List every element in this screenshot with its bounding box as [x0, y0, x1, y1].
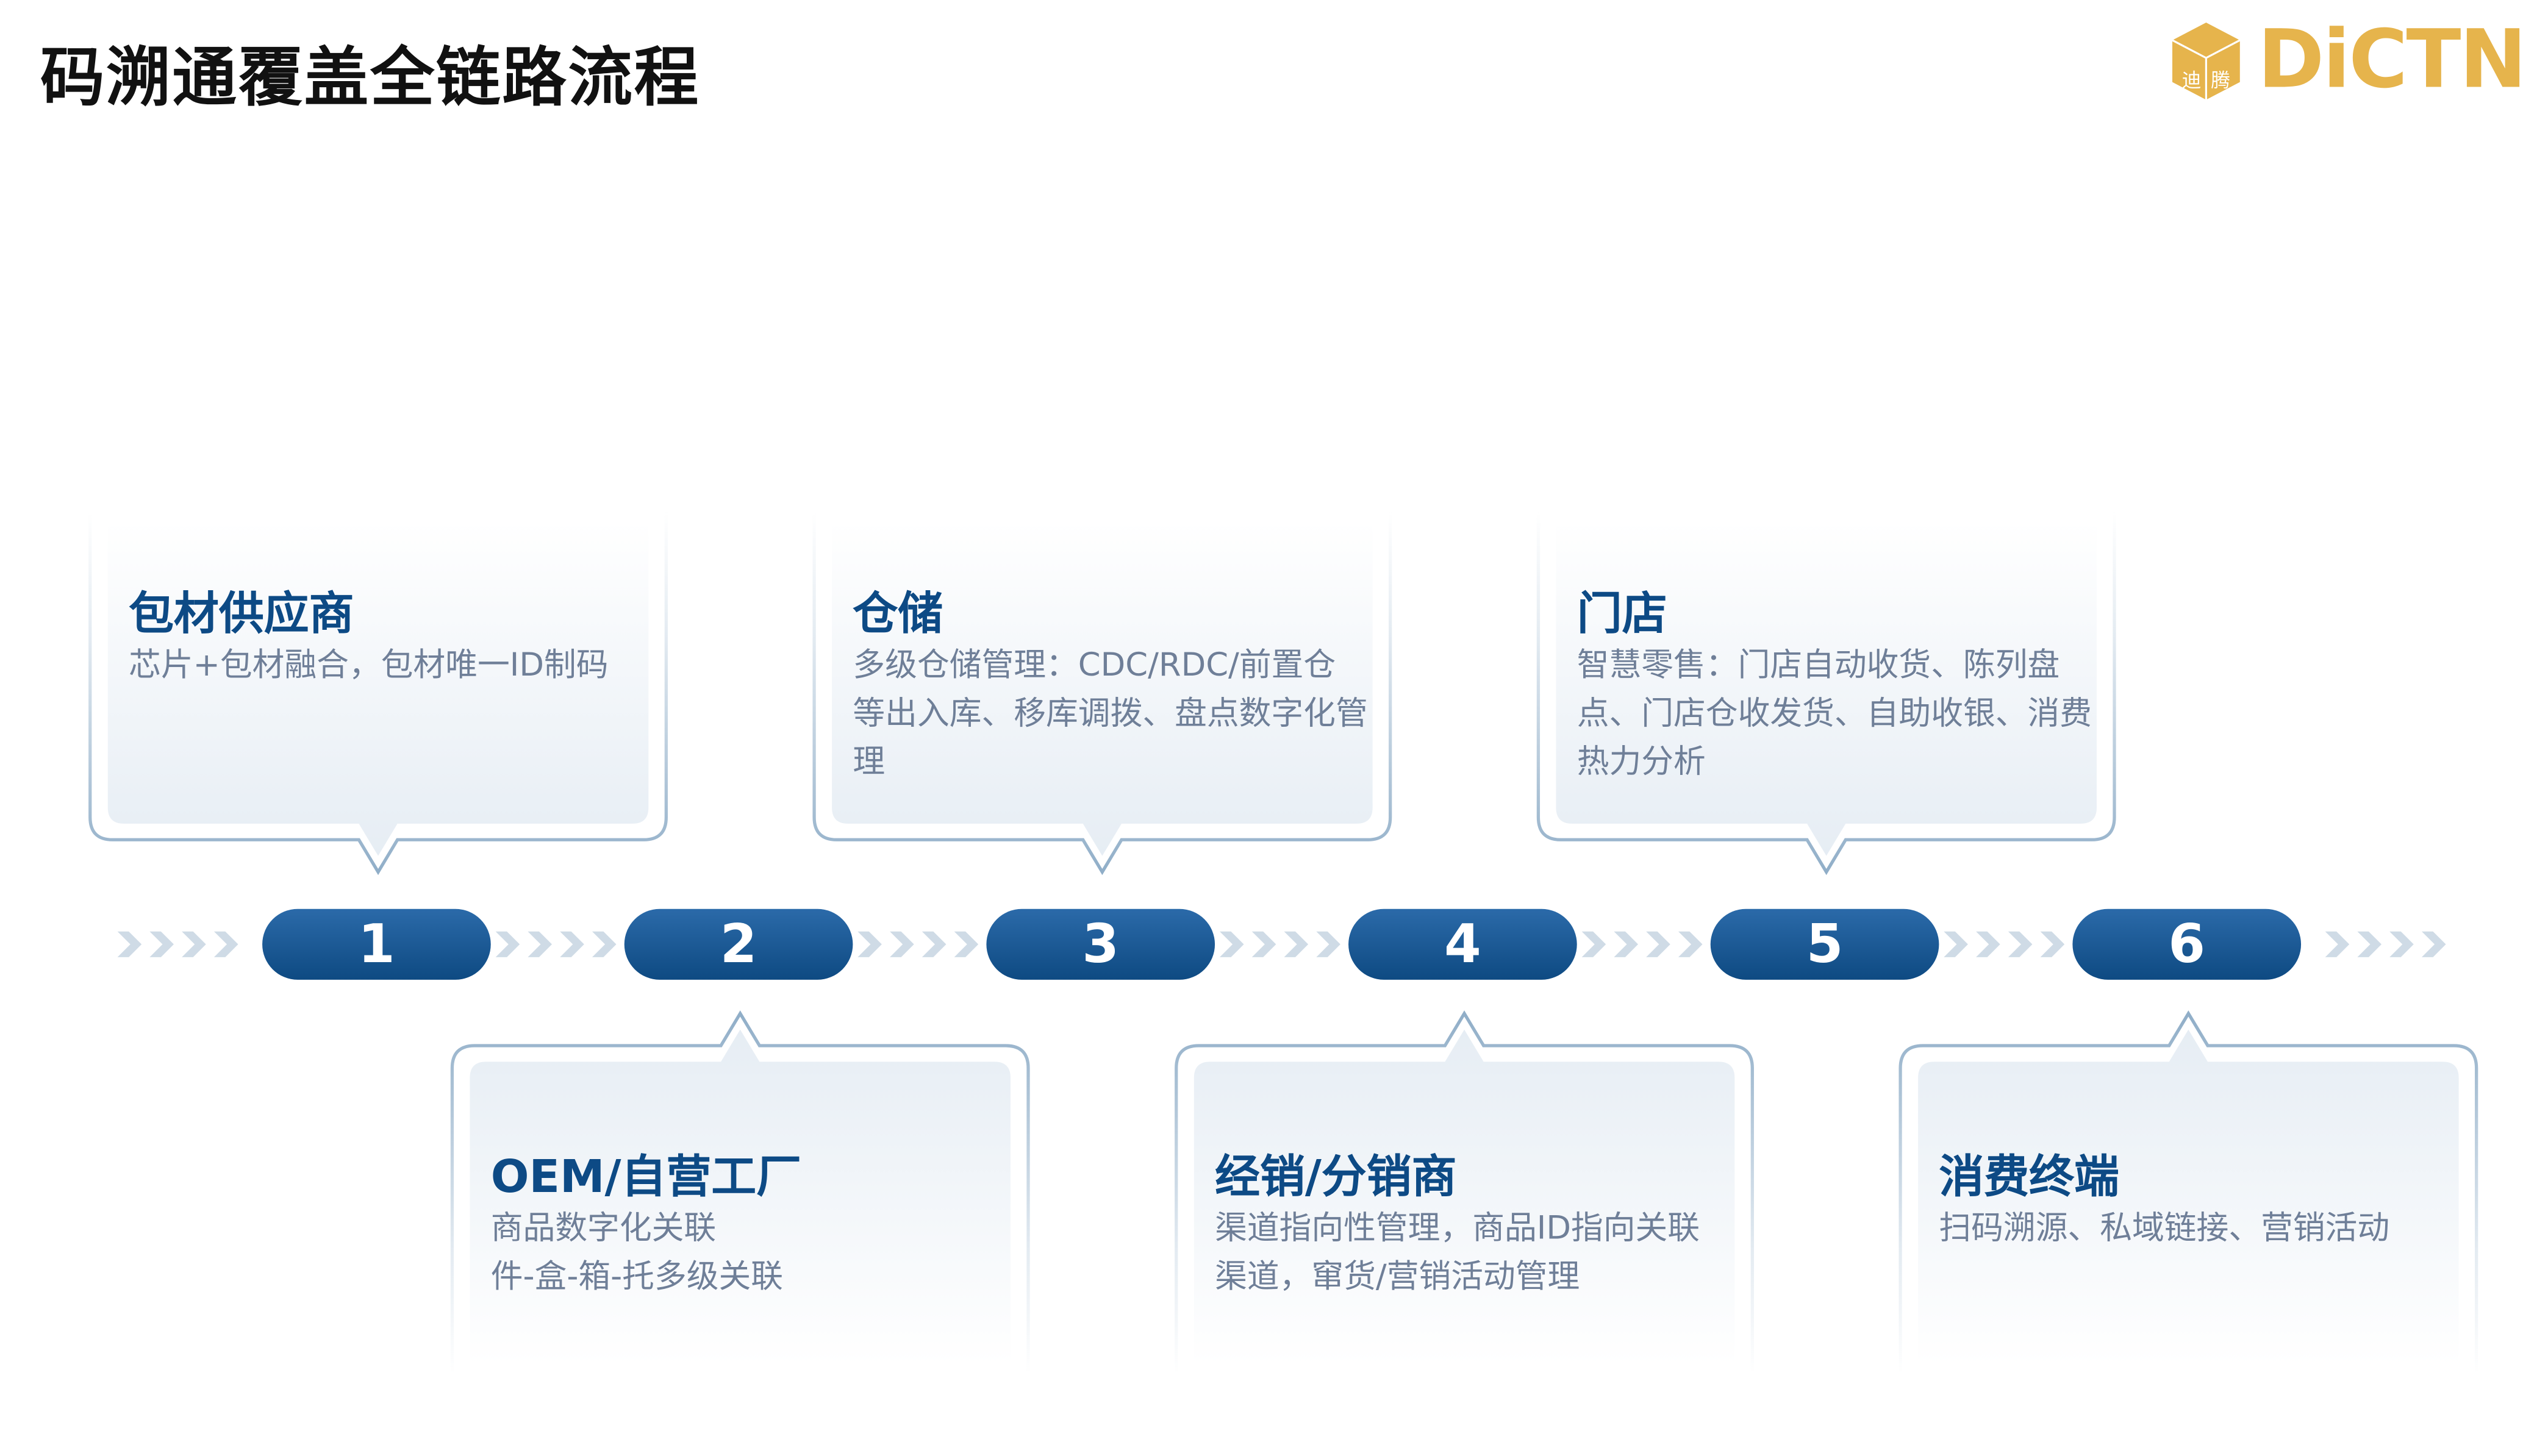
cube-logo-icon: 迪 腾: [2172, 22, 2241, 100]
chevron-right-icon: [1251, 931, 1276, 957]
chevron-right-icon: [954, 931, 979, 957]
step-title: 经销/分销商: [1215, 1150, 1457, 1204]
chevron-right-icon: [1678, 931, 1703, 957]
step-title: 仓储: [853, 587, 943, 641]
chevron-right-icon: [2421, 931, 2446, 957]
callout-frame: [1536, 512, 2116, 876]
step-desc: 智慧零售：门店自动收货、陈列盘点、门店仓收发货、自助收银、消费热力分析: [1576, 645, 2092, 780]
callout-frame: [1175, 1010, 1754, 1374]
callout-frame: [812, 512, 1392, 876]
chevron-right-icon: [528, 931, 553, 957]
chevron-right-icon: [1614, 931, 1638, 957]
chevron-right-icon: [560, 931, 584, 957]
step-title: 消费终端: [1939, 1150, 2119, 1204]
step-title: 包材供应商: [129, 587, 354, 641]
step-card-3: 仓储 多级仓储管理：CDC/RDC/前置仓等出入库、移库调拨、盘点数字化管理: [812, 512, 1392, 876]
chevron-right-icon: [1219, 931, 1244, 957]
step-badge-2: 2: [624, 908, 853, 980]
chevron-right-icon: [1316, 931, 1340, 957]
step-badge-1: 1: [262, 908, 491, 980]
chevron-right-icon: [213, 931, 238, 957]
page-title: 码溯通覆盖全链路流程: [40, 41, 700, 116]
chevron-right-icon: [2389, 931, 2414, 957]
step-card-2: OEM/自营工厂 商品数字化关联 件-盒-箱-托多级关联: [450, 1010, 1030, 1374]
chevron-right-icon: [592, 931, 617, 957]
chevron-right-icon: [857, 931, 882, 957]
dictn-logo: 迪 腾 DiCTN: [2169, 13, 2523, 106]
step-desc: 渠道指向性管理，商品ID指向关联渠道，窜货/营销活动管理: [1215, 1208, 1700, 1295]
chevron-right-icon: [1581, 931, 1606, 957]
step-badge-6: 6: [2072, 908, 2302, 980]
chevron-right-icon: [2008, 931, 2033, 957]
chevron-right-icon: [495, 931, 520, 957]
chevron-right-icon: [182, 931, 206, 957]
chevron-right-icon: [117, 931, 142, 957]
svg-text:腾: 腾: [2211, 70, 2230, 91]
callout-frame: [450, 1010, 1030, 1374]
chevron-right-icon: [1976, 931, 2000, 957]
step-desc: 芯片+包材融合，包材唯一ID制码: [129, 645, 609, 684]
chevron-right-icon: [2040, 931, 2065, 957]
chevron-right-icon: [2325, 931, 2350, 957]
chevron-right-icon: [2357, 931, 2382, 957]
step-badge-3: 3: [986, 908, 1215, 980]
logo-wordmark: DiCTN: [2257, 13, 2523, 107]
chevron-right-icon: [1284, 931, 1309, 957]
step-badge-5: 5: [1710, 908, 1939, 980]
callout-frame: [88, 512, 668, 876]
step-card-6: 消费终端 扫码溯源、私域链接、营销活动: [1899, 1010, 2478, 1374]
svg-text:迪: 迪: [2182, 70, 2202, 91]
step-card-5: 门店 智慧零售：门店自动收货、陈列盘点、门店仓收发货、自助收银、消费热力分析: [1536, 512, 2116, 876]
step-badge-4: 4: [1348, 908, 1577, 980]
step-card-4: 经销/分销商 渠道指向性管理，商品ID指向关联渠道，窜货/营销活动管理: [1175, 1010, 1754, 1374]
step-card-1: 包材供应商 芯片+包材融合，包材唯一ID制码: [88, 512, 668, 876]
chevron-right-icon: [149, 931, 174, 957]
step-title: 门店: [1576, 587, 1667, 641]
step-title: OEM/自营工厂: [490, 1150, 802, 1204]
step-desc: 商品数字化关联 件-盒-箱-托多级关联: [490, 1208, 784, 1295]
chevron-right-icon: [922, 931, 947, 957]
chevron-right-icon: [1646, 931, 1670, 957]
chevron-right-icon: [1944, 931, 1968, 957]
step-desc: 多级仓储管理：CDC/RDC/前置仓等出入库、移库调拨、盘点数字化管理: [853, 645, 1368, 780]
callout-frame: [1899, 1010, 2478, 1374]
chevron-right-icon: [890, 931, 914, 957]
step-desc: 扫码溯源、私域链接、营销活动: [1939, 1208, 2390, 1247]
